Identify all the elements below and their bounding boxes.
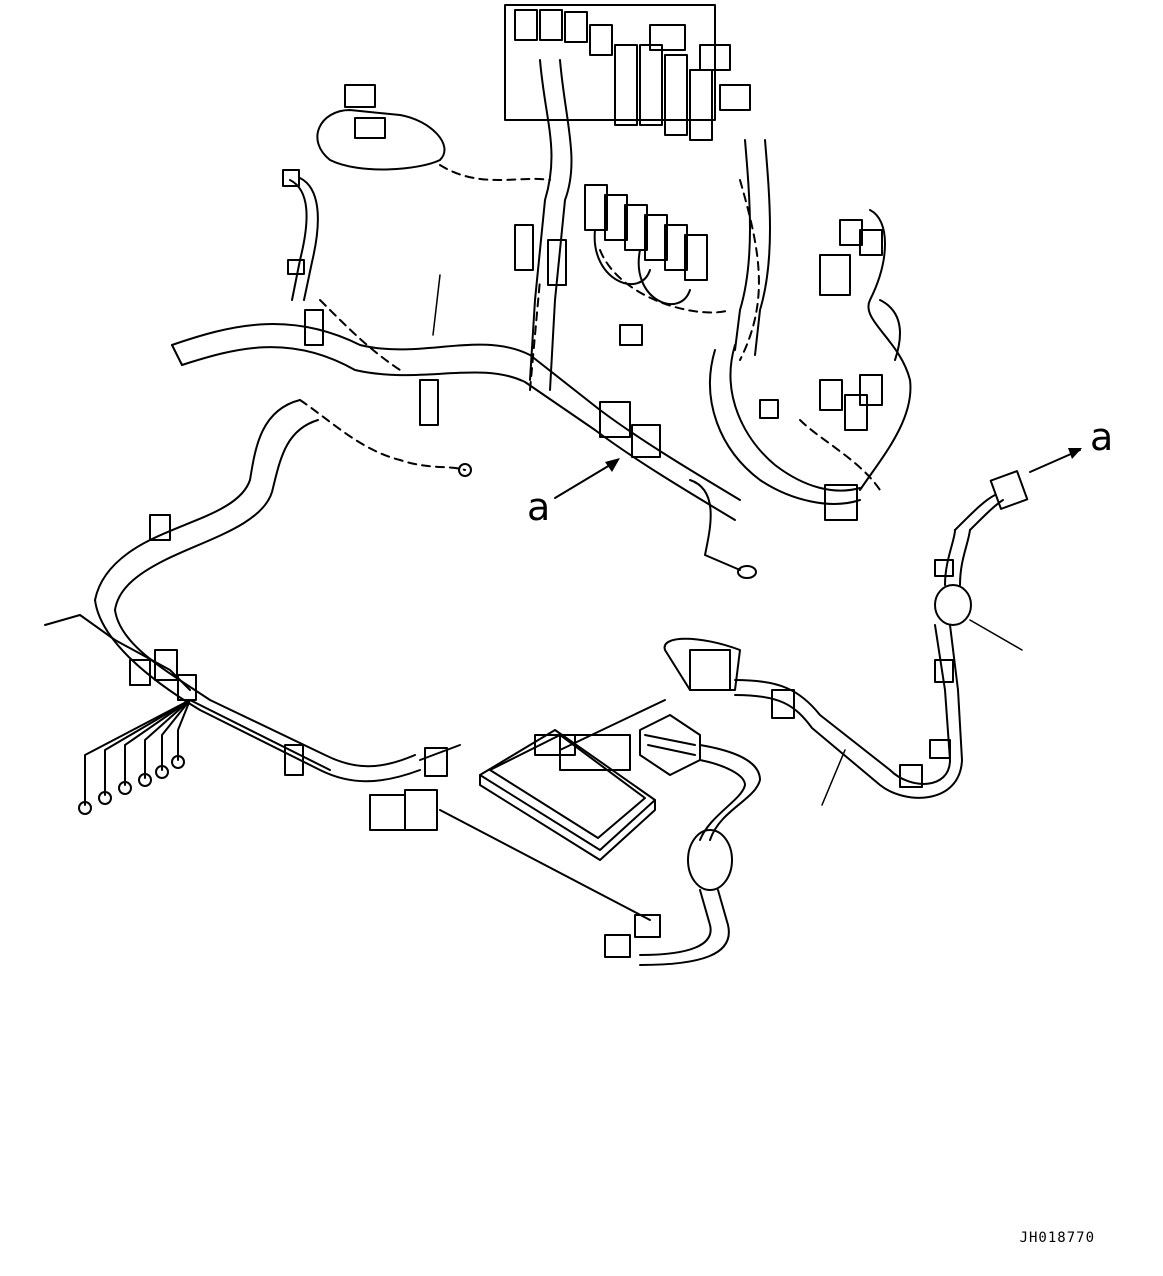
hidden-routing-lines — [299, 164, 881, 491]
ecu-controller — [479, 729, 656, 861]
callout-label-a-right: a — [1090, 415, 1113, 459]
main-harness-trunk — [94, 323, 741, 783]
leader-lines — [432, 274, 1023, 806]
drawing-code: JH018770 — [1019, 1230, 1095, 1246]
ground-lead — [689, 479, 757, 579]
upper-left-pigtail — [282, 169, 319, 301]
lower-harness-connectors — [369, 744, 651, 921]
right-connector-cluster — [819, 209, 912, 521]
vertical-harness — [529, 59, 861, 505]
upper-loop-harness — [316, 84, 446, 171]
battery-leads — [44, 514, 331, 815]
trunk-connectors — [304, 224, 779, 477]
right-harness — [663, 470, 1029, 799]
ecu-connector — [559, 699, 761, 966]
relay-bank — [584, 184, 708, 306]
arrow-head-left-icon — [605, 458, 620, 472]
callout-label-a-left: a — [527, 485, 550, 529]
arrow-head-right-icon — [1068, 448, 1082, 459]
fuse-relay-box — [504, 4, 751, 141]
